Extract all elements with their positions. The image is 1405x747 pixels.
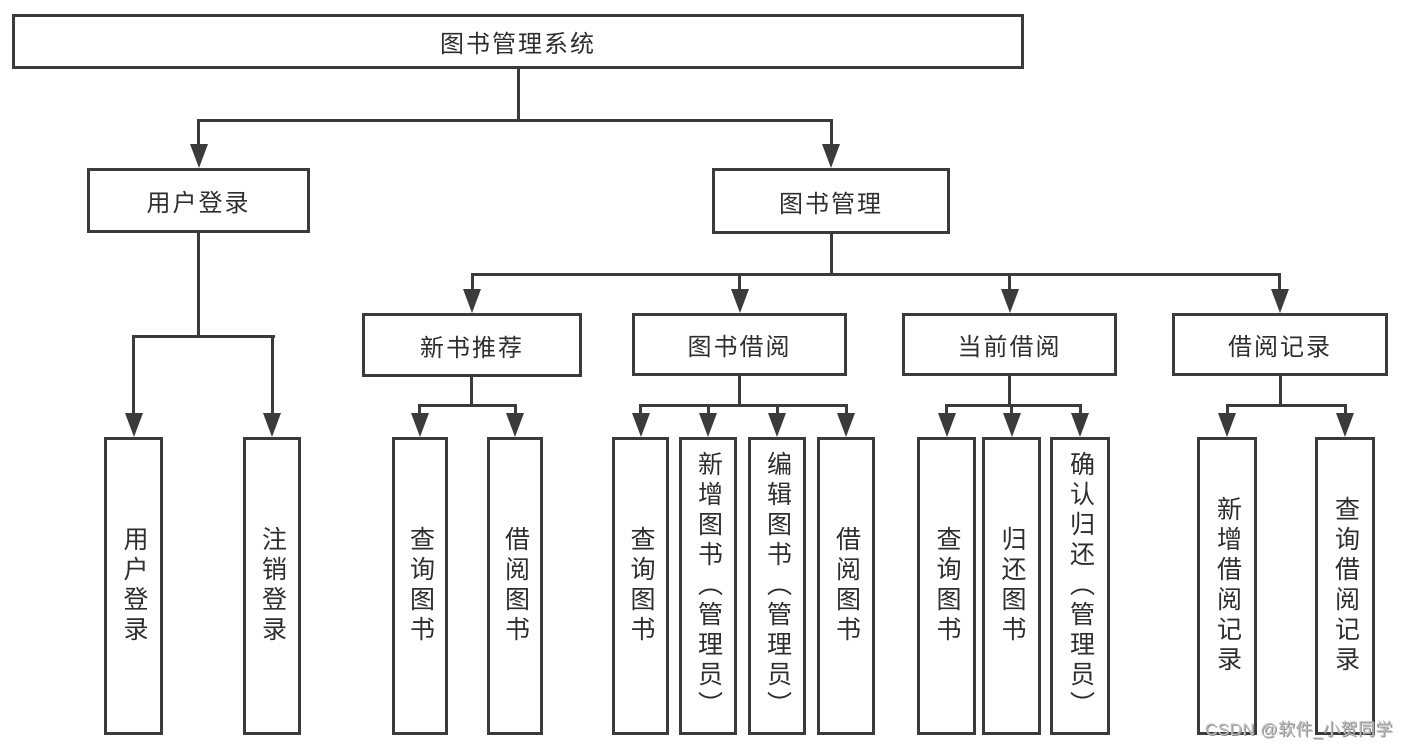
leaf-newbooks-borrow-books-label: 借阅图书 — [501, 526, 530, 646]
node-user-login-label: 用户登录 — [146, 190, 251, 217]
leaf-records-add-record-label: 新增借阅记录 — [1213, 496, 1242, 676]
arrow-down-icon — [1003, 413, 1021, 437]
arrow-down-icon — [822, 144, 840, 168]
leaf-current-return-books: 归还图书 — [982, 437, 1041, 735]
connector-line — [830, 234, 833, 275]
connector-line — [418, 404, 517, 407]
connector-line — [1278, 273, 1281, 291]
connector-line — [1226, 404, 1347, 407]
connector-line — [945, 404, 948, 415]
arrow-down-icon — [411, 413, 429, 437]
connector-line — [197, 119, 200, 147]
leaf-logout: 注销登录 — [243, 437, 301, 735]
arrow-down-icon — [190, 144, 208, 168]
connector-line — [1344, 404, 1347, 415]
node-new-book-recommend-label: 新书推荐 — [420, 334, 524, 362]
leaf-current-confirm-return-admin: 确认归还（管理员） — [1050, 437, 1110, 735]
connector-line — [271, 335, 274, 415]
leaf-borrow-borrow-books: 借阅图书 — [817, 437, 875, 735]
node-book-borrow: 图书借阅 — [632, 313, 847, 376]
leaf-current-return-books-label: 归还图书 — [998, 526, 1026, 646]
arrow-down-icon — [1071, 413, 1089, 437]
connector-line — [738, 273, 741, 291]
arrow-down-icon — [1001, 289, 1019, 313]
connector-line — [738, 376, 741, 404]
leaf-user-login-label: 用户登录 — [120, 526, 148, 646]
arrow-down-icon — [1271, 289, 1289, 313]
arrow-down-icon — [699, 413, 717, 437]
connector-line — [1226, 404, 1229, 415]
connector-line — [776, 404, 779, 415]
node-current-borrow: 当前借阅 — [902, 313, 1117, 376]
connector-line — [639, 404, 642, 415]
connector-line — [1079, 404, 1082, 415]
node-book-management: 图书管理 — [712, 168, 950, 234]
connector-line — [471, 273, 474, 291]
leaf-borrow-query-books-label: 查询图书 — [627, 526, 655, 646]
leaf-newbooks-borrow-books: 借阅图书 — [487, 437, 543, 735]
leaf-current-query-books-label: 查询图书 — [933, 526, 961, 646]
node-book-management-label: 图书管理 — [779, 190, 883, 218]
arrow-down-icon — [731, 289, 749, 313]
connector-line — [707, 404, 710, 415]
arrow-down-icon — [938, 413, 956, 437]
leaf-borrow-add-book-admin: 新增图书（管理员） — [679, 437, 737, 735]
node-borrow-records: 借阅记录 — [1172, 313, 1388, 376]
watermark: CSDN @软件_小贺同学 — [1204, 720, 1393, 739]
node-borrow-records-label: 借阅记录 — [1228, 334, 1332, 361]
arrow-down-icon — [837, 413, 855, 437]
leaf-records-query-record: 查询借阅记录 — [1315, 437, 1375, 735]
arrow-down-icon — [1336, 413, 1354, 437]
connector-line — [1008, 273, 1011, 291]
leaf-logout-label: 注销登录 — [258, 526, 287, 646]
connector-line — [830, 119, 833, 147]
connector-line — [1279, 376, 1282, 404]
arrow-down-icon — [632, 413, 650, 437]
leaf-current-query-books: 查询图书 — [917, 437, 976, 735]
leaf-borrow-edit-book-admin-label: 编辑图书（管理员） — [763, 451, 792, 721]
connector-line — [132, 335, 135, 415]
connector-line — [132, 335, 275, 338]
connector-line — [1008, 376, 1011, 404]
connector-line — [514, 404, 517, 415]
node-current-borrow-label: 当前借阅 — [957, 334, 1062, 361]
node-new-book-recommend: 新书推荐 — [362, 313, 582, 377]
connector-line — [197, 119, 833, 122]
arrow-down-icon — [506, 413, 524, 437]
connector-line — [517, 69, 520, 121]
connector-line — [470, 377, 473, 405]
arrow-down-icon — [1218, 413, 1236, 437]
leaf-borrow-borrow-books-label: 借阅图书 — [832, 526, 861, 646]
connector-line — [1010, 404, 1013, 415]
arrow-down-icon — [463, 289, 481, 313]
connector-line — [639, 404, 848, 407]
connector-line — [418, 404, 421, 415]
node-library-management-system-label: 图书管理系统 — [440, 31, 596, 58]
leaf-user-login: 用户登录 — [104, 437, 163, 735]
leaf-borrow-add-book-admin-label: 新增图书（管理员） — [694, 451, 723, 721]
connector-line — [845, 404, 848, 415]
leaf-records-add-record: 新增借阅记录 — [1197, 437, 1257, 735]
leaf-borrow-query-books: 查询图书 — [612, 437, 669, 735]
node-library-management-system: 图书管理系统 — [12, 14, 1024, 69]
leaf-current-confirm-return-admin-label: 确认归还（管理员） — [1066, 451, 1095, 721]
leaf-borrow-edit-book-admin: 编辑图书（管理员） — [748, 437, 806, 735]
leaf-newbooks-query-books-label: 查询图书 — [406, 526, 435, 646]
arrow-down-icon — [263, 413, 281, 437]
node-user-login: 用户登录 — [87, 168, 310, 233]
arrow-down-icon — [768, 413, 786, 437]
arrow-down-icon — [125, 413, 143, 437]
leaf-records-query-record-label: 查询借阅记录 — [1331, 496, 1360, 676]
connector-line — [471, 273, 1281, 276]
leaf-newbooks-query-books: 查询图书 — [392, 437, 448, 735]
connector-line — [197, 233, 200, 337]
node-book-borrow-label: 图书借阅 — [687, 334, 792, 361]
connector-line — [945, 404, 1082, 407]
